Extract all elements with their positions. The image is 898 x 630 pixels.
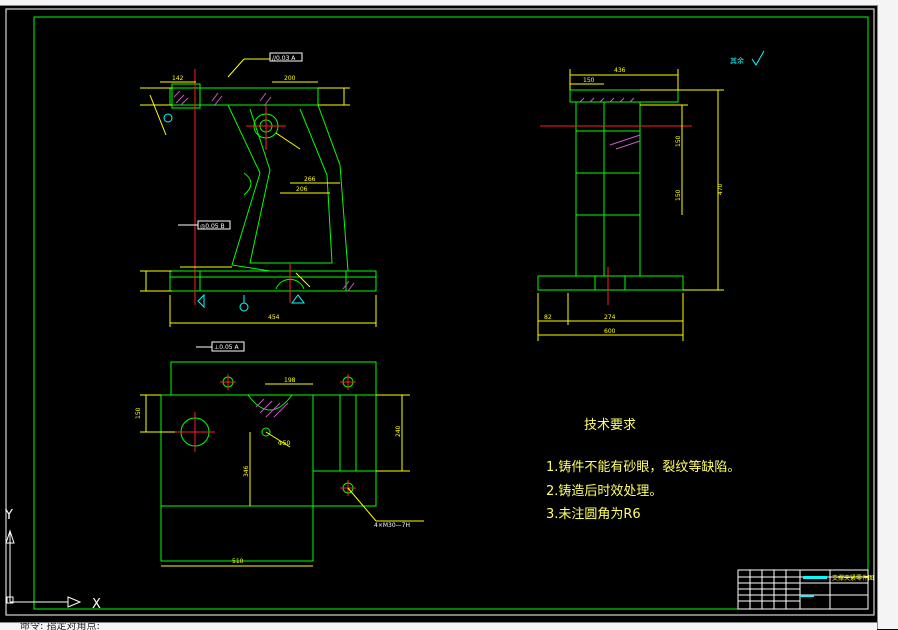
title-block-name: 支撑夹紧零件图 bbox=[832, 574, 874, 582]
svg-text:600: 600 bbox=[604, 328, 616, 335]
svg-text:Φ50: Φ50 bbox=[278, 440, 291, 447]
tech-requirements-title: 技术要求 bbox=[584, 418, 636, 433]
side-view-centerlines bbox=[540, 125, 692, 305]
side-view bbox=[537, 89, 684, 291]
svg-text:454: 454 bbox=[268, 314, 280, 321]
ucs-icon bbox=[5, 529, 82, 608]
front-view-hatch bbox=[173, 90, 355, 292]
tech-requirement-1: 1.铸件不能有砂眼，裂纹等缺陷。 bbox=[546, 459, 740, 475]
datum-symbols bbox=[163, 113, 305, 312]
svg-text:240: 240 bbox=[395, 425, 402, 437]
top-view bbox=[160, 361, 377, 562]
svg-text:436: 436 bbox=[614, 67, 626, 74]
title-block-mark bbox=[800, 595, 814, 597]
side-view-hatch bbox=[579, 97, 641, 150]
front-view-centerlines bbox=[194, 69, 291, 305]
top-view-dim-labels: 198 150 240 346 510 Φ50 bbox=[135, 377, 402, 565]
command-line-text: 命令: 指定对角点: bbox=[20, 622, 100, 630]
svg-text:346: 346 bbox=[243, 465, 250, 477]
tolerance-frame-top: //0.03 A bbox=[269, 52, 303, 62]
svg-text:150: 150 bbox=[675, 135, 682, 147]
svg-text:150: 150 bbox=[583, 77, 595, 84]
tolerance-frame-bottom: ⊥0.05 A bbox=[196, 341, 245, 352]
inner-frame bbox=[33, 16, 869, 610]
vertical-scrollbar[interactable] bbox=[877, 5, 898, 629]
front-view-dim-labels: 454 142 200 266 206 bbox=[172, 75, 316, 321]
ucs-x-label: X bbox=[92, 597, 101, 612]
svg-text:82: 82 bbox=[544, 314, 552, 321]
svg-text:274: 274 bbox=[604, 314, 616, 321]
hole-note: 4×M30—7H bbox=[374, 522, 410, 529]
front-view-dimensions bbox=[140, 58, 377, 327]
svg-text:510: 510 bbox=[232, 558, 244, 565]
svg-text:⊥0.05 A: ⊥0.05 A bbox=[214, 344, 239, 351]
side-view-dim-labels: 436 150 470 150 150 82 274 600 bbox=[544, 67, 724, 335]
outer-frame bbox=[5, 8, 875, 616]
svg-text:200: 200 bbox=[284, 75, 296, 82]
svg-text:266: 266 bbox=[304, 176, 316, 183]
top-view-dimensions bbox=[140, 383, 424, 567]
front-view bbox=[169, 83, 377, 295]
window-top-edge bbox=[0, 0, 898, 6]
command-line[interactable]: 命令: 指定对角点: bbox=[0, 622, 877, 630]
tolerance-frame-middle: ◎0.05 B bbox=[178, 220, 231, 230]
ucs-y-label: Y bbox=[4, 508, 13, 523]
side-view-dimensions bbox=[537, 69, 724, 341]
top-view-hatch bbox=[255, 398, 289, 418]
svg-text:150: 150 bbox=[675, 189, 682, 201]
svg-text:470: 470 bbox=[717, 183, 724, 195]
tech-requirement-2: 2.铸造后时效处理。 bbox=[546, 483, 662, 499]
title-block-material-field bbox=[803, 576, 827, 579]
svg-text://0.03 A: //0.03 A bbox=[272, 55, 296, 62]
svg-text:◎0.05 B: ◎0.05 B bbox=[200, 223, 225, 230]
svg-text:其余: 其余 bbox=[730, 56, 744, 65]
top-view-centerlines bbox=[175, 374, 356, 496]
svg-text:150: 150 bbox=[135, 407, 142, 419]
roughness-note: 其余 bbox=[730, 50, 765, 66]
drawing-canvas[interactable]: //0.03 A ◎0.05 B 454 142 200 266 206 bbox=[0, 5, 877, 622]
tech-requirement-3: 3.未注圆角为R6 bbox=[546, 507, 641, 522]
technical-requirements: 技术要求 1.铸件不能有砂眼，裂纹等缺陷。 2.铸造后时效处理。 3.未注圆角为… bbox=[546, 418, 740, 522]
svg-text:198: 198 bbox=[284, 377, 296, 384]
svg-text:206: 206 bbox=[296, 186, 308, 193]
svg-text:142: 142 bbox=[172, 75, 184, 82]
